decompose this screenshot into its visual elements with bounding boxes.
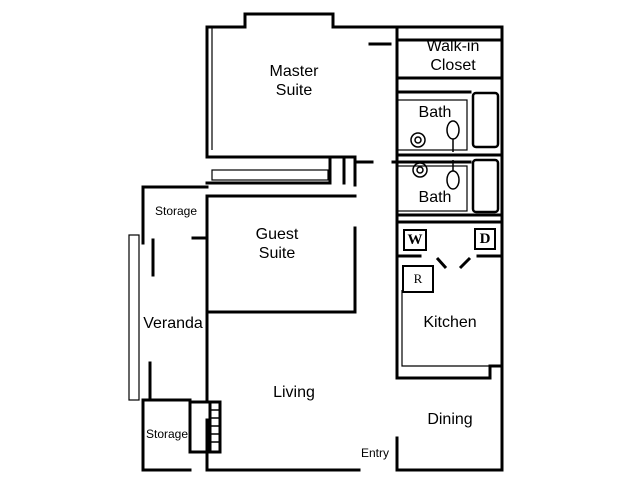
sink-lower-icon xyxy=(412,162,428,178)
fireplace-icon xyxy=(188,400,222,454)
wall-kitchen-lower xyxy=(395,364,504,380)
bathtub-upper xyxy=(471,91,500,149)
label-bath-lower: Bath xyxy=(418,189,452,206)
wall-storage-upper xyxy=(141,185,209,245)
range-icon: R xyxy=(402,265,434,293)
label-storage-lower: Storage xyxy=(145,427,189,441)
label-living: Living xyxy=(273,384,315,401)
label-bath-upper: Bath xyxy=(418,104,452,121)
bathtub-lower xyxy=(471,158,500,214)
dryer-icon: D xyxy=(474,228,496,250)
exterior-wall-top xyxy=(205,12,504,472)
label-kitchen: Kitchen xyxy=(423,314,477,331)
label-veranda: Veranda xyxy=(143,315,203,332)
label-entry: Entry xyxy=(360,446,389,460)
closet-shelf xyxy=(211,169,329,181)
exterior-wall-bottom-left xyxy=(205,418,361,472)
label-dining: Dining xyxy=(427,411,473,428)
washer-icon: W xyxy=(403,229,427,251)
veranda-railing xyxy=(128,234,140,401)
toilet-upper-icon xyxy=(446,120,460,140)
label-walk-in-closet: Walk-in Closet xyxy=(426,38,480,75)
toilet-lower-icon xyxy=(446,170,460,190)
kitchen-counter xyxy=(401,290,490,367)
label-storage-upper: Storage xyxy=(154,204,198,218)
sink-upper-icon xyxy=(410,132,426,148)
label-guest-suite: Guest Suite xyxy=(255,226,299,263)
wall-storage-lower xyxy=(141,398,192,472)
label-master-suite: Master Suite xyxy=(269,63,319,100)
